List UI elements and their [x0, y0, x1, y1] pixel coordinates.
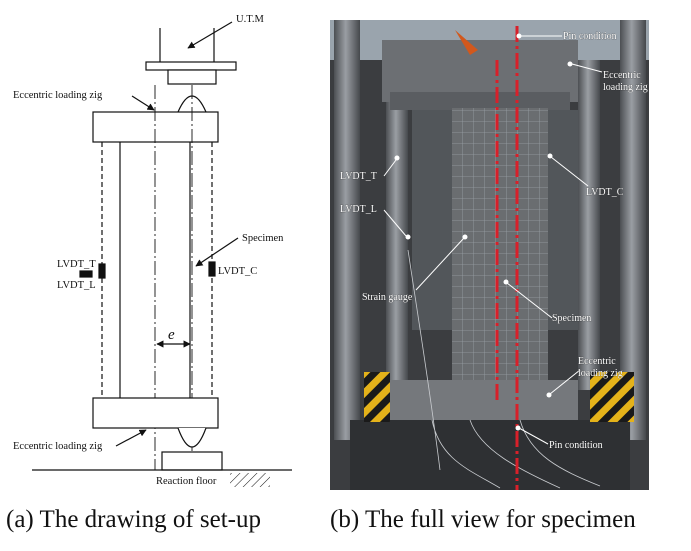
label-utm: U.T.M	[236, 14, 264, 25]
photo-leader-lvdt-l	[383, 209, 407, 237]
setup-drawing: U.T.M Eccentric loading zig Specimen LVD…	[13, 14, 292, 487]
photo-dot-eccentric-top	[567, 61, 573, 67]
photo-bottom-base	[350, 420, 630, 490]
top-loading-plate	[92, 111, 219, 143]
leader-eccentric-top	[131, 95, 155, 111]
photo-dot-eccentric-bottom	[546, 392, 552, 398]
photo-label-lvdt-c: LVDT_C	[586, 187, 624, 198]
label-lvdt-t: LVDT_T	[57, 259, 96, 270]
photo-leader-eccentric-bottom	[549, 369, 581, 395]
label-reaction-floor: Reaction floor	[156, 476, 217, 487]
label-specimen: Specimen	[242, 233, 284, 244]
photo-label-eccentric-top-1: Eccentric	[603, 70, 641, 81]
photo-label-lvdt-l: LVDT_L	[340, 204, 377, 215]
photo-leader-specimen	[506, 282, 553, 319]
bottom-pin	[177, 427, 207, 448]
photo-top-jig-face	[390, 92, 570, 110]
background-window-right	[548, 110, 578, 330]
photo-label-pin-bottom: Pin condition	[549, 440, 603, 451]
machine-column-left	[334, 20, 360, 440]
photo-label-pin-top: Pin condition	[563, 31, 617, 42]
photo-dot-strain-gauge	[462, 234, 468, 240]
photo-label-strain-gauge: Strain gauge	[362, 292, 413, 303]
lvdt-left-sensor	[98, 263, 106, 279]
photo-dot-pin-top	[516, 33, 522, 39]
photo-leader-eccentric-top	[571, 63, 603, 73]
photo-bottom-jig	[382, 380, 578, 420]
crane-hook	[455, 30, 478, 55]
lvdt-lower-sensor	[79, 270, 93, 278]
photo-dot-pin-bottom	[515, 425, 521, 431]
leader-eccentric-bottom	[115, 429, 147, 447]
background-window	[412, 110, 452, 330]
photo-dot-specimen	[503, 279, 509, 285]
floor-hatch	[230, 473, 270, 487]
photo-label-eccentric-top-2: loading zig	[603, 82, 648, 93]
photo-label-eccentric-bottom-2: loading zig	[578, 368, 623, 379]
label-eccentricity: e	[168, 327, 175, 343]
photo-dot-lvdt-t	[394, 155, 400, 161]
photo-label-eccentric-bottom-1: Eccentric	[578, 356, 616, 367]
bottom-loading-plate	[92, 397, 219, 429]
photo-leader-lvdt-t	[383, 159, 397, 177]
label-lvdt-c: LVDT_C	[218, 266, 257, 277]
utm-arrow	[187, 21, 233, 49]
machine-column-inner-right	[578, 60, 600, 390]
photo-dot-lvdt-c	[547, 153, 553, 159]
hazard-stripe-left	[364, 372, 390, 422]
label-eccentric-bottom: Eccentric loading zig	[13, 441, 103, 452]
photo-label-specimen: Specimen	[552, 313, 591, 324]
photo-specimen-mesh	[452, 108, 548, 383]
machine-column-right	[620, 20, 646, 440]
label-lvdt-l: LVDT_L	[57, 280, 96, 291]
caption-photo: (b) The full view for specimen	[330, 506, 636, 533]
photo-top-jig	[382, 40, 578, 102]
sensor-wires	[407, 249, 601, 489]
hazard-stripe-right	[590, 372, 634, 422]
lvdt-right-sensor	[208, 261, 216, 277]
photo-label-lvdt-t: LVDT_T	[340, 171, 377, 182]
utm-loading-head	[145, 28, 237, 85]
photo-leader-lvdt-c	[550, 156, 589, 187]
leader-specimen	[195, 237, 239, 267]
caption-drawing: (a) The drawing of set-up	[6, 506, 262, 533]
specimen-photo: Pin condition Eccentric loading zig LVDT…	[330, 20, 649, 490]
label-eccentric-top: Eccentric loading zig	[13, 90, 103, 101]
bottom-support	[161, 451, 223, 471]
photo-leader-pin-bottom	[518, 427, 549, 445]
photo-dot-lvdt-l	[405, 234, 411, 240]
photo-leader-strain-gauge	[415, 237, 465, 291]
